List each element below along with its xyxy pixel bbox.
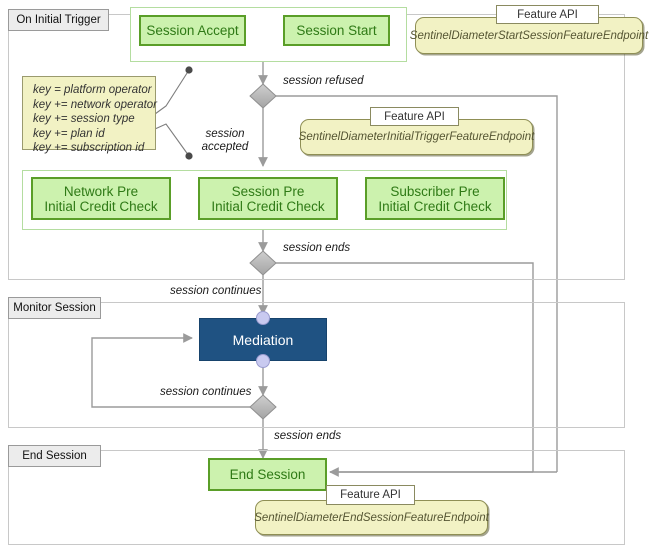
feature-api-end-session-tab: Feature API [326,485,415,505]
activity-session-pre-l1: Session Pre [231,183,305,199]
note-line-4: key += plan id [33,127,105,140]
feature-api-end-session-endpoint: SentinelDiameterEndSessionFeatureEndpoin… [254,511,489,524]
activity-mediation-label: Mediation [232,331,294,348]
feature-api-end-session-tab-label: Feature API [340,489,401,501]
mediation-port-out [256,354,270,368]
activity-end-session-label: End Session [229,467,306,482]
edge-label-session-ends-monitor: session ends [274,430,342,442]
edge-label-session-continues-loop: session continues [160,386,252,398]
note-line-5: key += subscription id [33,142,145,154]
edge-label-session-refused: session refused [283,75,364,87]
activity-subscriber-pre-l1: Subscriber Pre [390,183,480,199]
activity-network-pre-l1: Network Pre [63,183,139,199]
lane-end-session [8,450,625,545]
activity-subscriber-pre-l2: Initial Credit Check [378,198,492,214]
activity-network-pre-initial-credit-check[interactable]: Network Pre Initial Credit Check [31,177,171,220]
activity-session-accept[interactable]: Session Accept [139,15,246,46]
lane-label-end-session: End Session [22,450,87,462]
edge-label-session-continues-initial: session continues [170,285,262,297]
lane-tab-end-session: End Session [8,445,101,467]
feature-api-initial-trigger-tab-label: Feature API [384,110,445,123]
feature-api-start-session[interactable]: SentinelDiameterStartSessionFeatureEndpo… [410,17,648,54]
activity-session-start[interactable]: Session Start [283,15,390,46]
activity-session-start-label: Session Start [296,23,377,38]
note-key-composition: key = platform operator key += network o… [22,76,158,154]
activity-end-session[interactable]: End Session [208,458,327,491]
activity-session-accept-label: Session Accept [146,23,239,38]
activity-network-pre-l2: Initial Credit Check [44,198,158,214]
mediation-port-in [256,311,270,325]
lane-monitor-session [8,302,625,428]
feature-api-initial-trigger-tab: Feature API [370,107,459,126]
lane-label-on-initial-trigger: On Initial Trigger [16,14,101,26]
note-line-1: key = platform operator [33,84,152,96]
edge-label-session-accepted: session accepted [201,128,249,153]
feature-api-initial-trigger-endpoint: SentinelDiameterInitialTriggerFeatureEnd… [298,131,535,143]
activity-subscriber-pre-initial-credit-check[interactable]: Subscriber Pre Initial Credit Check [365,177,505,220]
lane-tab-monitor-session: Monitor Session [8,297,101,319]
activity-session-pre-initial-credit-check[interactable]: Session Pre Initial Credit Check [198,177,338,220]
feature-api-start-session-tab: Feature API [496,5,599,24]
lane-label-monitor-session: Monitor Session [13,302,96,314]
feature-api-start-session-tab-label: Feature API [517,8,578,21]
feature-api-start-session-endpoint: SentinelDiameterStartSessionFeatureEndpo… [409,29,649,42]
edge-label-session-ends-initial: session ends [283,242,351,254]
feature-api-end-session[interactable]: SentinelDiameterEndSessionFeatureEndpoin… [254,500,489,535]
note-line-3: key += session type [33,113,135,125]
lane-tab-on-initial-trigger: On Initial Trigger [8,9,109,31]
note-line-2: key += network operator [33,98,158,111]
activity-session-pre-l2: Initial Credit Check [211,198,325,214]
